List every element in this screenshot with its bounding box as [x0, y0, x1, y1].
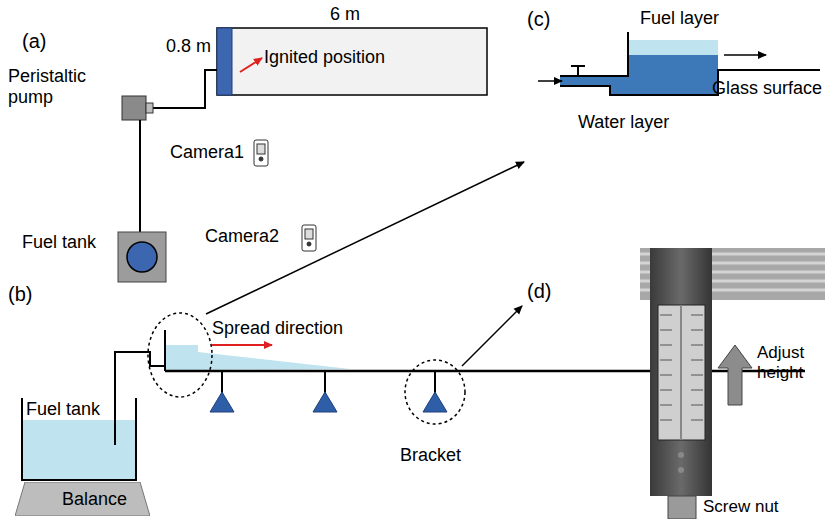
part-label: Bracket: [400, 445, 461, 466]
node-label: Balance: [15, 482, 174, 510]
panel-letter: (b): [8, 283, 32, 306]
balance-base: Balance: [15, 482, 174, 516]
node-label: Fuel tank: [22, 398, 146, 420]
part-label: 0.8 m: [166, 36, 211, 57]
part-label: Screw nut: [703, 497, 779, 517]
part-label: Spread direction: [212, 318, 343, 339]
part-label: 6 m: [330, 4, 360, 25]
panel-letter: (a): [22, 30, 46, 53]
panel-letter: (d): [527, 280, 551, 303]
part-label: Peristaltic pump: [8, 66, 103, 108]
panel-letter: (c): [527, 8, 550, 31]
fuel-tank: Fuel tank: [22, 398, 146, 480]
part-label: Camera2: [205, 226, 279, 247]
part-label: Ignited position: [264, 47, 385, 68]
part-label: Fuel layer: [640, 8, 719, 29]
part-label: Glass surface: [712, 78, 822, 99]
part-label: Fuel tank: [22, 232, 96, 253]
part-label: Water layer: [578, 112, 669, 133]
part-label: Camera1: [170, 142, 244, 163]
part-label: Adjust height: [757, 343, 821, 383]
